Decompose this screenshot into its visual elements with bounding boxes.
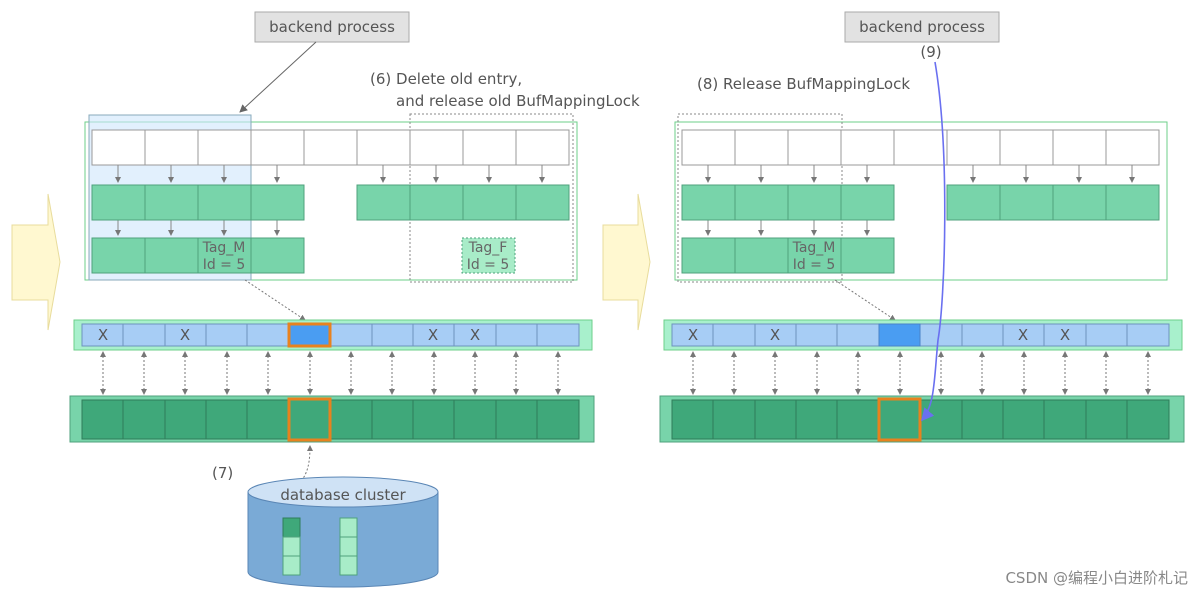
left-step6-line1: (6) Delete old entry, — [370, 70, 522, 88]
left-x-mark-3: X — [428, 326, 438, 344]
left-tag-f-entry — [461, 237, 516, 274]
left-tag-pointer — [244, 279, 306, 321]
right-hash-arrows — [705, 165, 1135, 236]
left-descriptor-pool-links — [100, 351, 561, 395]
left-hash-arrows — [115, 165, 545, 236]
left-tag-f-id: Id = 5 — [467, 257, 510, 273]
left-x-mark-4: X — [470, 326, 480, 344]
left-buffer-table-frame — [84, 121, 578, 281]
right-process-arrow — [602, 193, 651, 331]
left-panel: backend process (6) Delete old entry, an… — [11, 11, 640, 588]
right-x-mark-2: X — [770, 326, 780, 344]
left-selected-buffer — [287, 397, 332, 442]
left-x-mark-1: X — [98, 326, 108, 344]
left-step7: (7) — [212, 464, 233, 482]
left-tag-m-id: Id = 5 — [203, 257, 246, 273]
right-step9: (9) — [920, 43, 941, 61]
right-backend-box — [844, 11, 1000, 43]
right-hash-entries-row1 — [681, 184, 1160, 221]
left-hash-entries-row1 — [91, 184, 570, 221]
right-descriptor-pool-links — [690, 351, 1151, 395]
left-step6-line2: and release old BufMappingLock — [396, 92, 640, 110]
left-backend-label: backend process — [269, 18, 395, 36]
right-backend-label: backend process — [859, 18, 985, 36]
right-panel: backend process (9) (8) Release BufMappi… — [602, 11, 1185, 443]
watermark: CSDN @编程小白进阶札记 — [1005, 569, 1188, 587]
left-backend-box — [254, 11, 410, 43]
database-cluster — [247, 476, 439, 588]
right-hash-entries-row2 — [681, 237, 895, 274]
left-tag-m-label: Tag_M — [202, 240, 246, 256]
right-tag-m-label: Tag_M — [792, 240, 836, 256]
right-step8: (8) Release BufMappingLock — [697, 75, 910, 93]
left-hash-entries-row2 — [91, 237, 305, 274]
left-x-mark-2: X — [180, 326, 190, 344]
left-selected-descriptor — [287, 322, 332, 348]
left-hash-slots — [91, 129, 570, 166]
right-tag-pointer — [834, 279, 896, 321]
right-selected-buffer — [877, 397, 922, 442]
right-access-path — [920, 61, 946, 422]
right-x-mark-4: X — [1060, 326, 1070, 344]
right-x-mark-3: X — [1018, 326, 1028, 344]
left-tag-f-label: Tag_F — [468, 240, 508, 256]
right-selected-descriptor — [878, 323, 921, 347]
left-backend-pointer — [239, 41, 317, 113]
right-tag-m-id: Id = 5 — [793, 257, 836, 273]
database-cluster-label: database cluster — [280, 486, 406, 504]
right-buffer-table-frame — [674, 121, 1168, 281]
left-process-arrow — [11, 193, 61, 331]
right-x-mark-1: X — [688, 326, 698, 344]
right-hash-slots — [681, 129, 1160, 166]
